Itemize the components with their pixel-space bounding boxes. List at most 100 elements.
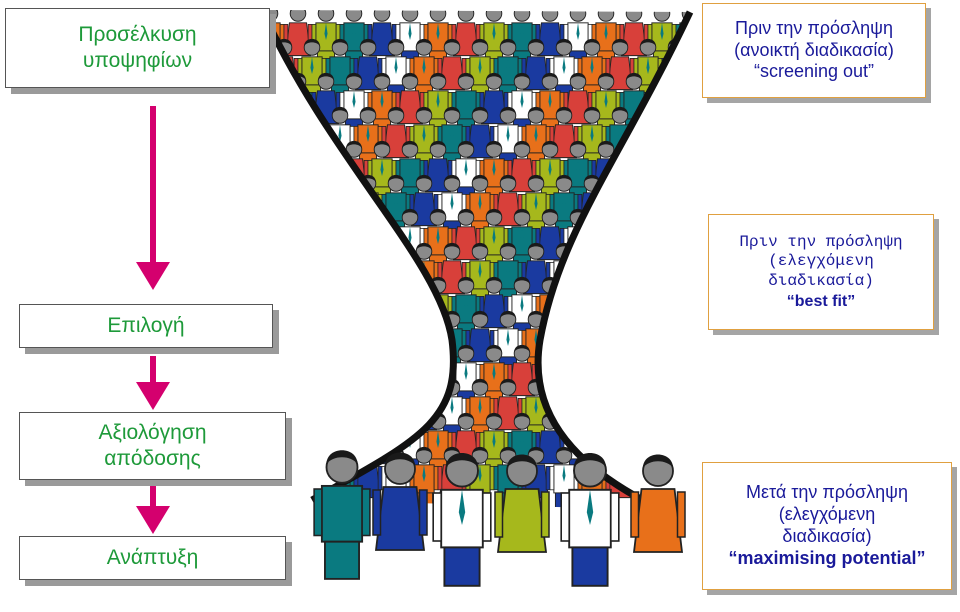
person-figure-icon <box>311 344 341 411</box>
person-figure-icon <box>619 344 649 411</box>
person-figure-icon <box>535 10 565 57</box>
person-figure-icon <box>325 242 355 309</box>
person-figure-icon <box>283 344 313 411</box>
callout-line: Μετά την πρόσληψη <box>745 482 909 503</box>
stage-box-attraction: Προσέλκυση υποψηφίων <box>5 8 270 88</box>
person-figure-icon <box>591 208 621 275</box>
callout-line: διαδικασία) <box>782 526 872 546</box>
person-figure-icon <box>633 242 663 309</box>
person-figure-icon <box>269 242 299 295</box>
callout-maximising-potential: Μετά την πρόσληψη (ελεγχόμενη διαδικασία… <box>702 462 952 590</box>
arrow-down-icon <box>136 106 170 290</box>
person-figure-icon <box>381 242 411 309</box>
person-figure-icon <box>661 174 690 227</box>
person-figure-icon <box>269 310 299 377</box>
person-figure-icon <box>269 106 299 173</box>
person-figure-icon <box>339 344 369 397</box>
person-figure-icon <box>577 242 607 309</box>
person-figure-icon <box>630 454 686 553</box>
person-figure-icon <box>494 454 550 553</box>
arrow-down-icon <box>136 480 170 534</box>
person-figure-icon <box>372 452 428 551</box>
person-figure-icon <box>647 344 677 411</box>
person-figure-icon <box>675 140 690 193</box>
person-figure-icon <box>605 378 635 445</box>
person-figure-icon <box>577 378 607 431</box>
stage-label-line: υποψηφίων <box>82 49 193 72</box>
stage-label-line: απόδοσης <box>104 447 201 470</box>
person-figure-icon <box>325 310 355 377</box>
person-figure-icon <box>633 310 663 363</box>
person-figure-icon <box>619 208 649 261</box>
person-figure-icon <box>353 310 383 377</box>
person-figure-icon <box>647 208 677 275</box>
person-figure-icon <box>283 140 313 207</box>
person-figure-icon <box>311 208 341 275</box>
stage-box-selection: Επιλογή <box>19 304 273 348</box>
person-figure-icon <box>619 140 649 207</box>
person-figure-icon <box>577 310 607 377</box>
person-figure-icon <box>675 276 690 343</box>
person-figure-icon <box>647 140 677 207</box>
person-figure-icon <box>381 378 411 445</box>
person-figure-icon <box>675 344 690 397</box>
person-figure-icon <box>507 72 537 139</box>
person-figure-icon <box>297 378 327 445</box>
person-figure-icon <box>661 106 690 173</box>
person-figure-icon <box>633 174 663 241</box>
person-figure-icon <box>311 10 341 71</box>
callout-quote: “screening out” <box>753 61 875 82</box>
person-figure-icon <box>675 412 690 479</box>
callout-line: Πριν την πρόσληψη <box>735 17 893 38</box>
person-figure-icon <box>409 310 439 377</box>
stage-label-line: Επιλογή <box>107 313 185 337</box>
person-figure-icon <box>269 174 299 241</box>
person-figure-icon <box>633 378 663 445</box>
callout-quote: “best fit” <box>786 292 856 310</box>
callout-line: (ανοικτή διαδικασία) <box>734 39 894 60</box>
person-figure-icon <box>661 310 690 377</box>
person-figure-icon <box>647 276 677 329</box>
person-figure-icon <box>381 310 411 363</box>
front-row-people <box>313 450 686 587</box>
person-figure-icon <box>367 140 397 207</box>
callout-line: (ελεγχόμενη <box>778 504 876 525</box>
person-figure-icon <box>297 174 327 241</box>
person-figure-icon <box>283 412 313 465</box>
person-figure-icon <box>479 344 509 411</box>
person-figure-icon <box>605 174 635 241</box>
callout-line: διαδικασία) <box>768 272 874 290</box>
person-figure-icon <box>325 378 355 431</box>
stage-label-line: Προσέλκυση <box>78 22 197 46</box>
person-figure-icon <box>689 126 690 151</box>
person-figure-icon <box>262 208 285 275</box>
person-figure-icon <box>563 276 593 329</box>
person-figure-icon <box>262 140 285 193</box>
person-figure-icon <box>283 208 313 261</box>
person-figure-icon <box>367 276 397 343</box>
callout-quote: “maximising potential” <box>728 547 926 568</box>
callout-screening-out: Πριν την πρόσληψη (ανοικτή διαδικασία) “… <box>702 3 926 98</box>
person-figure-icon <box>591 344 621 397</box>
person-figure-icon <box>339 208 369 275</box>
person-figure-icon <box>605 242 635 295</box>
stage-box-development: Ανάπτυξη <box>19 536 286 580</box>
person-figure-icon <box>311 140 341 207</box>
person-figure-icon <box>661 378 690 431</box>
person-figure-icon <box>605 310 635 377</box>
person-figure-icon <box>339 276 369 343</box>
person-figure-icon <box>619 412 649 465</box>
person-figure-icon <box>675 72 690 139</box>
stage-arrows <box>136 106 170 534</box>
callout-line: Πριν την πρόσληψη <box>739 232 903 251</box>
stage-label-line: Ανάπτυξη <box>106 545 199 569</box>
arrow-down-icon <box>136 356 170 410</box>
person-figure-icon <box>313 450 371 580</box>
person-figure-icon <box>297 310 327 363</box>
person-figure-icon <box>563 344 593 411</box>
person-figure-icon <box>297 242 327 309</box>
person-figure-icon <box>395 344 425 411</box>
crowd-of-people <box>262 10 690 510</box>
